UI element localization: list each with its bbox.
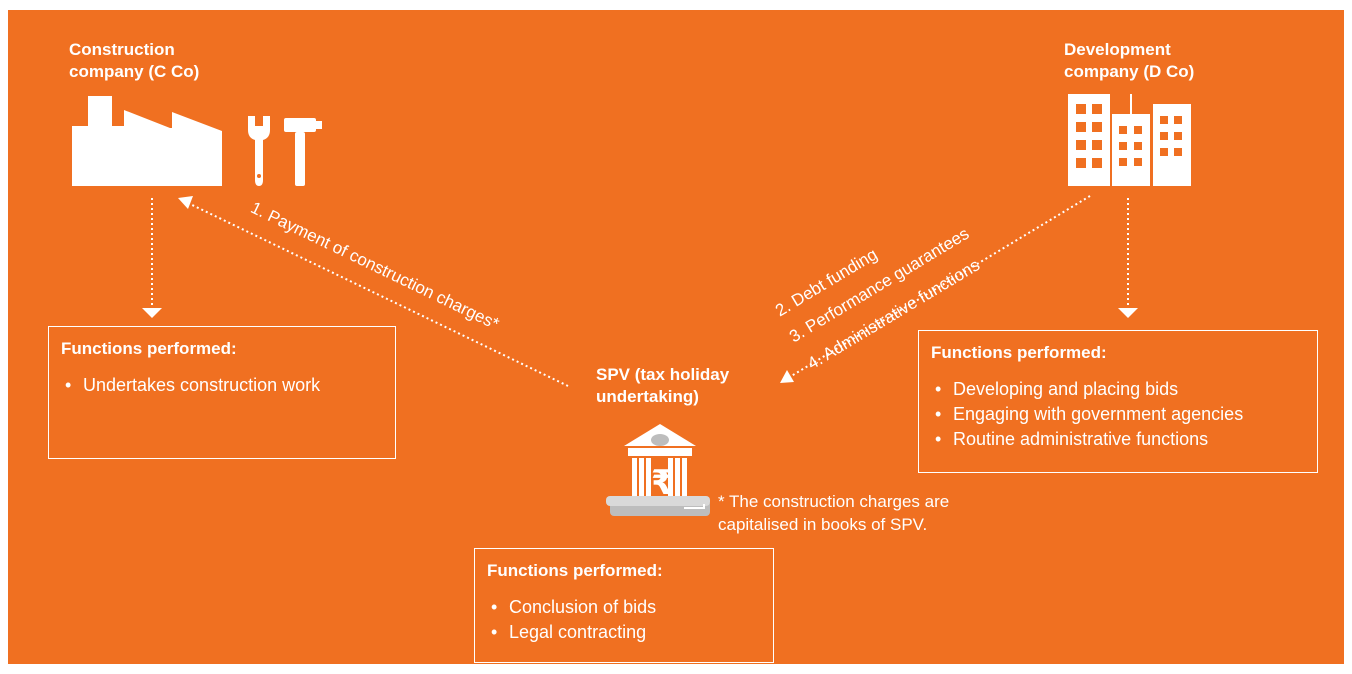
d-co-title: Development company (D Co) <box>1064 40 1195 81</box>
spv-inflow-arrowhead <box>780 370 794 383</box>
footnote: * The construction charges are capitalis… <box>718 492 950 534</box>
c-co-functions-heading: Functions performed: <box>61 339 237 358</box>
list-item: Legal contracting <box>487 620 761 645</box>
d-co-functions-heading: Functions performed: <box>931 343 1107 362</box>
diagram-canvas: Construction company (C Co) Development … <box>8 10 1344 664</box>
spv-inflow-arrow-line <box>787 195 1091 379</box>
factory-icon <box>72 96 222 186</box>
hammer-icon <box>284 118 322 186</box>
spv-functions-list: Conclusion of bids Legal contracting <box>487 595 761 645</box>
c-co-functions-list: Undertakes construction work <box>61 373 383 398</box>
svg-text:₹: ₹ <box>651 463 675 503</box>
buildings-icon <box>1068 94 1191 186</box>
c-co-functions-box: Functions performed: Undertakes construc… <box>48 326 396 459</box>
list-item: Conclusion of bids <box>487 595 761 620</box>
d-co-arrowhead <box>1118 308 1138 318</box>
list-item: Routine administrative functions <box>931 427 1305 452</box>
c-co-arrowhead <box>142 308 162 318</box>
spv-functions-box: Functions performed: Conclusion of bids … <box>474 548 774 663</box>
d-co-functions-list: Developing and placing bids Engaging wit… <box>931 377 1305 452</box>
list-item: Undertakes construction work <box>61 373 383 398</box>
payment-arrowhead <box>178 196 193 209</box>
payment-arrow-line <box>187 202 569 387</box>
bank-rupee-icon: ₹ <box>606 424 710 516</box>
spv-title: SPV (tax holiday undertaking) <box>596 365 730 406</box>
flow-arrows <box>142 195 1138 387</box>
list-item: Developing and placing bids <box>931 377 1305 402</box>
c-co-title: Construction company (C Co) <box>69 40 200 81</box>
d-co-functions-box: Functions performed: Developing and plac… <box>918 330 1318 473</box>
wrench-icon <box>248 116 270 186</box>
list-item: Engaging with government agencies <box>931 402 1305 427</box>
spv-functions-heading: Functions performed: <box>487 561 663 580</box>
